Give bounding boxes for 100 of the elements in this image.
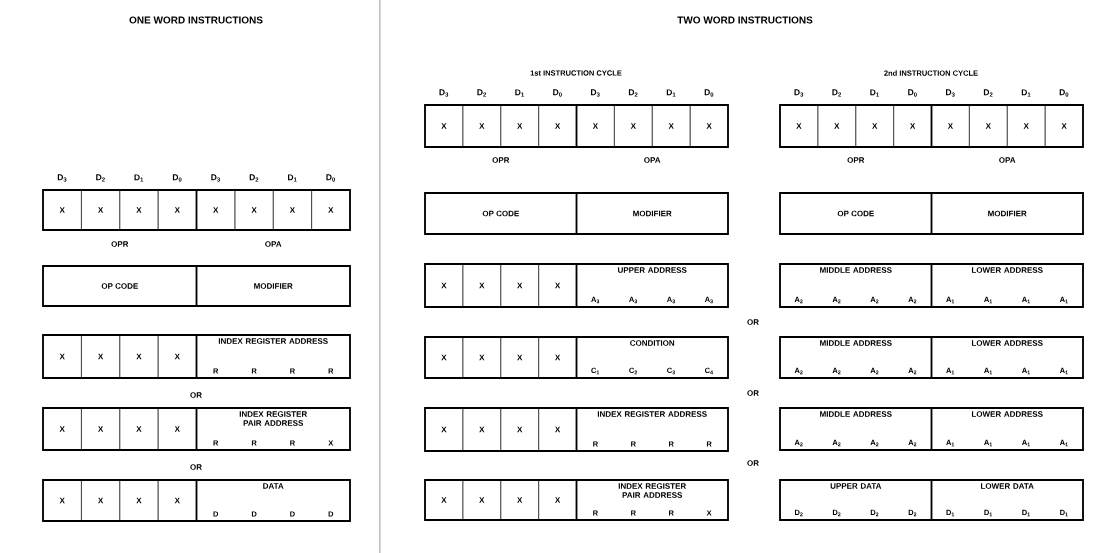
bit-cell: X bbox=[538, 104, 577, 148]
bit-label: D$_{0}$ bbox=[1059, 89, 1069, 97]
field-label: OPR bbox=[111, 241, 129, 247]
field-label: OPR bbox=[492, 157, 510, 163]
bit-cell: X bbox=[81, 189, 121, 231]
node-label: X bbox=[59, 353, 65, 360]
bit-cell: X bbox=[538, 336, 577, 379]
node-label: INDEX REGISTER ADDRESS bbox=[218, 338, 328, 344]
node-label: CONDITION bbox=[630, 340, 675, 346]
node-label: X bbox=[441, 282, 447, 289]
bit-label: D$_{1}$ bbox=[515, 89, 524, 97]
bit-cell: X bbox=[157, 407, 197, 451]
node-label: X bbox=[441, 426, 447, 433]
bit-cell: X bbox=[311, 189, 351, 231]
bit-label: D$_{1}$ bbox=[1021, 89, 1031, 97]
field-label: OPR bbox=[847, 157, 865, 163]
bit-label: D$_{3}$ bbox=[794, 89, 804, 97]
bit-label: D$_{1}$ bbox=[666, 89, 676, 97]
bit-cell: X bbox=[462, 336, 501, 379]
node-label: X bbox=[59, 207, 65, 213]
bit-cell: X bbox=[500, 336, 539, 379]
node-label: OP CODE bbox=[101, 283, 138, 289]
bit-cell: X bbox=[652, 104, 691, 148]
bit-label: D$_{0}$ bbox=[553, 89, 562, 97]
node-label: INDEX REGISTER PAIR ADDRESS bbox=[239, 411, 308, 426]
bit-cell: X bbox=[234, 189, 274, 231]
bit-cell: X bbox=[893, 104, 932, 148]
node-label: OP CODE bbox=[837, 210, 874, 217]
node-label: UPPER DATA bbox=[830, 483, 882, 489]
node-label: X bbox=[441, 354, 447, 361]
field-label: OPA bbox=[999, 157, 1016, 163]
panel-title: TWO WORD INSTRUCTIONS bbox=[677, 16, 813, 24]
bit-label: D$_{0}$ bbox=[172, 174, 182, 182]
bit-cell: X bbox=[157, 334, 197, 379]
bit-label: D$_{2}$ bbox=[477, 89, 487, 97]
node-label: X bbox=[59, 497, 65, 504]
node-label: LOWER ADDRESS bbox=[971, 340, 1043, 346]
bit-cell: X bbox=[81, 334, 121, 379]
or-label: OR bbox=[747, 390, 759, 396]
field-label: OPA bbox=[265, 241, 282, 247]
node-label: DATA bbox=[263, 483, 284, 489]
node-label: MODIFIER bbox=[988, 210, 1027, 217]
bit-cell: X bbox=[462, 479, 501, 521]
node-label: X bbox=[592, 123, 599, 129]
bit-label: D$_{0}$ bbox=[908, 89, 917, 97]
node-label: INDEX REGISTER ADDRESS bbox=[597, 411, 707, 417]
bit-cell: X bbox=[119, 189, 159, 231]
node-label: MODIFIER bbox=[254, 283, 293, 289]
bit-cell: X bbox=[538, 263, 577, 308]
node-label: MIDDLE ADDRESS bbox=[820, 267, 892, 273]
bit-label: D$_{3}$ bbox=[591, 89, 600, 97]
node-label: X bbox=[796, 123, 802, 129]
bit-label: D$_{1}$ bbox=[288, 174, 297, 182]
node-label: MIDDLE ADDRESS bbox=[820, 340, 892, 346]
bit-label: D$_{2}$ bbox=[832, 89, 842, 97]
bit-cell: X bbox=[1044, 104, 1084, 148]
bit-cell: X bbox=[81, 479, 121, 522]
bit-cell: X bbox=[538, 479, 577, 521]
node-label: MIDDLE ADDRESS bbox=[820, 411, 892, 417]
or-label: OR bbox=[747, 319, 759, 325]
bit-cell: X bbox=[500, 407, 539, 452]
node-label: LOWER ADDRESS bbox=[971, 267, 1043, 273]
bit-cell: X bbox=[1007, 104, 1046, 148]
bit-cell: X bbox=[500, 263, 539, 308]
node-label: MODIFIER bbox=[633, 210, 672, 217]
node-label: X bbox=[441, 123, 447, 129]
bit-label: D$_{1}$ bbox=[134, 174, 144, 182]
node-label: LOWER DATA bbox=[981, 483, 1034, 489]
bit-label: D$_{2}$ bbox=[249, 174, 259, 182]
bit-cell: X bbox=[500, 104, 539, 148]
bit-cell: X bbox=[81, 407, 121, 451]
bit-cell: X bbox=[157, 189, 197, 231]
field-label: OPA bbox=[644, 157, 661, 163]
bit-cell: X bbox=[272, 189, 312, 231]
bit-label: D$_{2}$ bbox=[983, 89, 993, 97]
node-label: INDEX REGISTER PAIR ADDRESS bbox=[618, 483, 687, 498]
bit-cell: X bbox=[614, 104, 653, 148]
bit-label: D$_{3}$ bbox=[211, 174, 220, 182]
bit-label: D$_{3}$ bbox=[946, 89, 955, 97]
bit-cell: X bbox=[538, 407, 577, 452]
bit-cell: X bbox=[969, 104, 1008, 148]
bit-label: D$_{3}$ bbox=[439, 89, 449, 97]
bit-cell: X bbox=[119, 334, 159, 379]
panel-title: ONE WORD INSTRUCTIONS bbox=[129, 16, 263, 24]
or-label: OR bbox=[747, 460, 759, 466]
or-label: OR bbox=[190, 392, 202, 398]
bit-cell: X bbox=[855, 104, 894, 148]
bit-label: D$_{2}$ bbox=[628, 89, 638, 97]
node-label: LOWER ADDRESS bbox=[971, 411, 1043, 417]
bit-cell: X bbox=[500, 479, 539, 521]
bit-cell: X bbox=[157, 479, 197, 522]
or-label: OR bbox=[190, 464, 202, 470]
bit-label: D$_{3}$ bbox=[57, 174, 67, 182]
node-label: X bbox=[947, 123, 953, 129]
node-label: X bbox=[441, 497, 447, 503]
bit-label: D$_{1}$ bbox=[870, 89, 879, 97]
bit-label: D$_{0}$ bbox=[704, 89, 714, 97]
bit-cell: X bbox=[462, 407, 501, 452]
node-label: OP CODE bbox=[482, 210, 519, 217]
bit-cell: X bbox=[462, 263, 501, 308]
